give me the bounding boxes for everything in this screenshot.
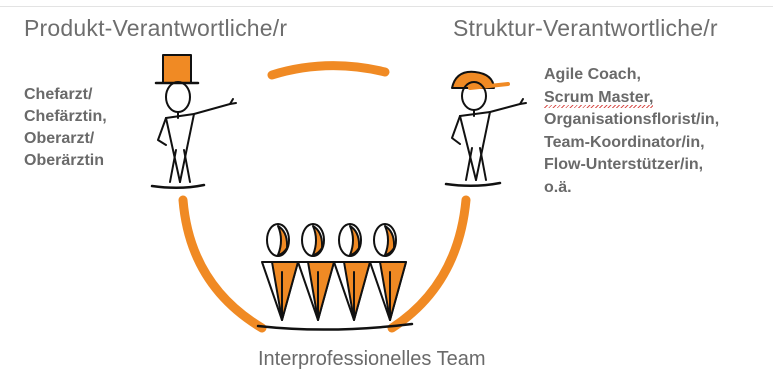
team-title: Interprofessionelles Team	[258, 348, 486, 370]
structure-owner-roles: Agile Coach, Scrum Master, Organisations…	[544, 64, 719, 199]
arc-left	[178, 195, 267, 333]
team-member-1	[261, 223, 299, 321]
top-divider	[0, 6, 773, 7]
product-owner-roles: Chefarzt/ Chefärztin, Oberarzt/ Oberärzt…	[24, 84, 107, 172]
structure-role-2: Scrum Master,	[544, 87, 719, 110]
structure-owner-title: Struktur-Verantwortliche/r	[453, 15, 718, 41]
structure-role-6: o.ä.	[544, 178, 572, 196]
team-member-4	[369, 223, 407, 321]
structure-role-5: Flow-Unterstützer/in,	[544, 156, 704, 173]
team-member-2	[297, 223, 335, 321]
cap-icon	[451, 70, 495, 89]
arc-right	[387, 195, 471, 333]
structure-owner-figure	[444, 70, 527, 187]
product-role-1: Chefarzt/	[24, 86, 93, 103]
product-owner-figure	[150, 54, 237, 189]
top-hat-icon	[162, 54, 192, 84]
product-role-4: Oberärztin	[24, 152, 105, 169]
team-member-3	[333, 223, 371, 321]
cycle-arcs	[178, 61, 471, 333]
product-role-3: Oberarzt/	[24, 130, 95, 147]
structure-role-4: Team-Koordinator/in,	[544, 133, 705, 151]
structure-role-1: Agile Coach,	[544, 66, 641, 83]
product-owner-title: Produkt-Verantwortliche/r	[24, 15, 288, 41]
team-figures	[256, 223, 414, 331]
product-role-2: Chefärztin,	[24, 108, 107, 125]
arc-top	[267, 61, 390, 80]
team-ground-line	[256, 322, 414, 331]
structure-role-3: Organisationsflorist/in,	[544, 111, 720, 128]
